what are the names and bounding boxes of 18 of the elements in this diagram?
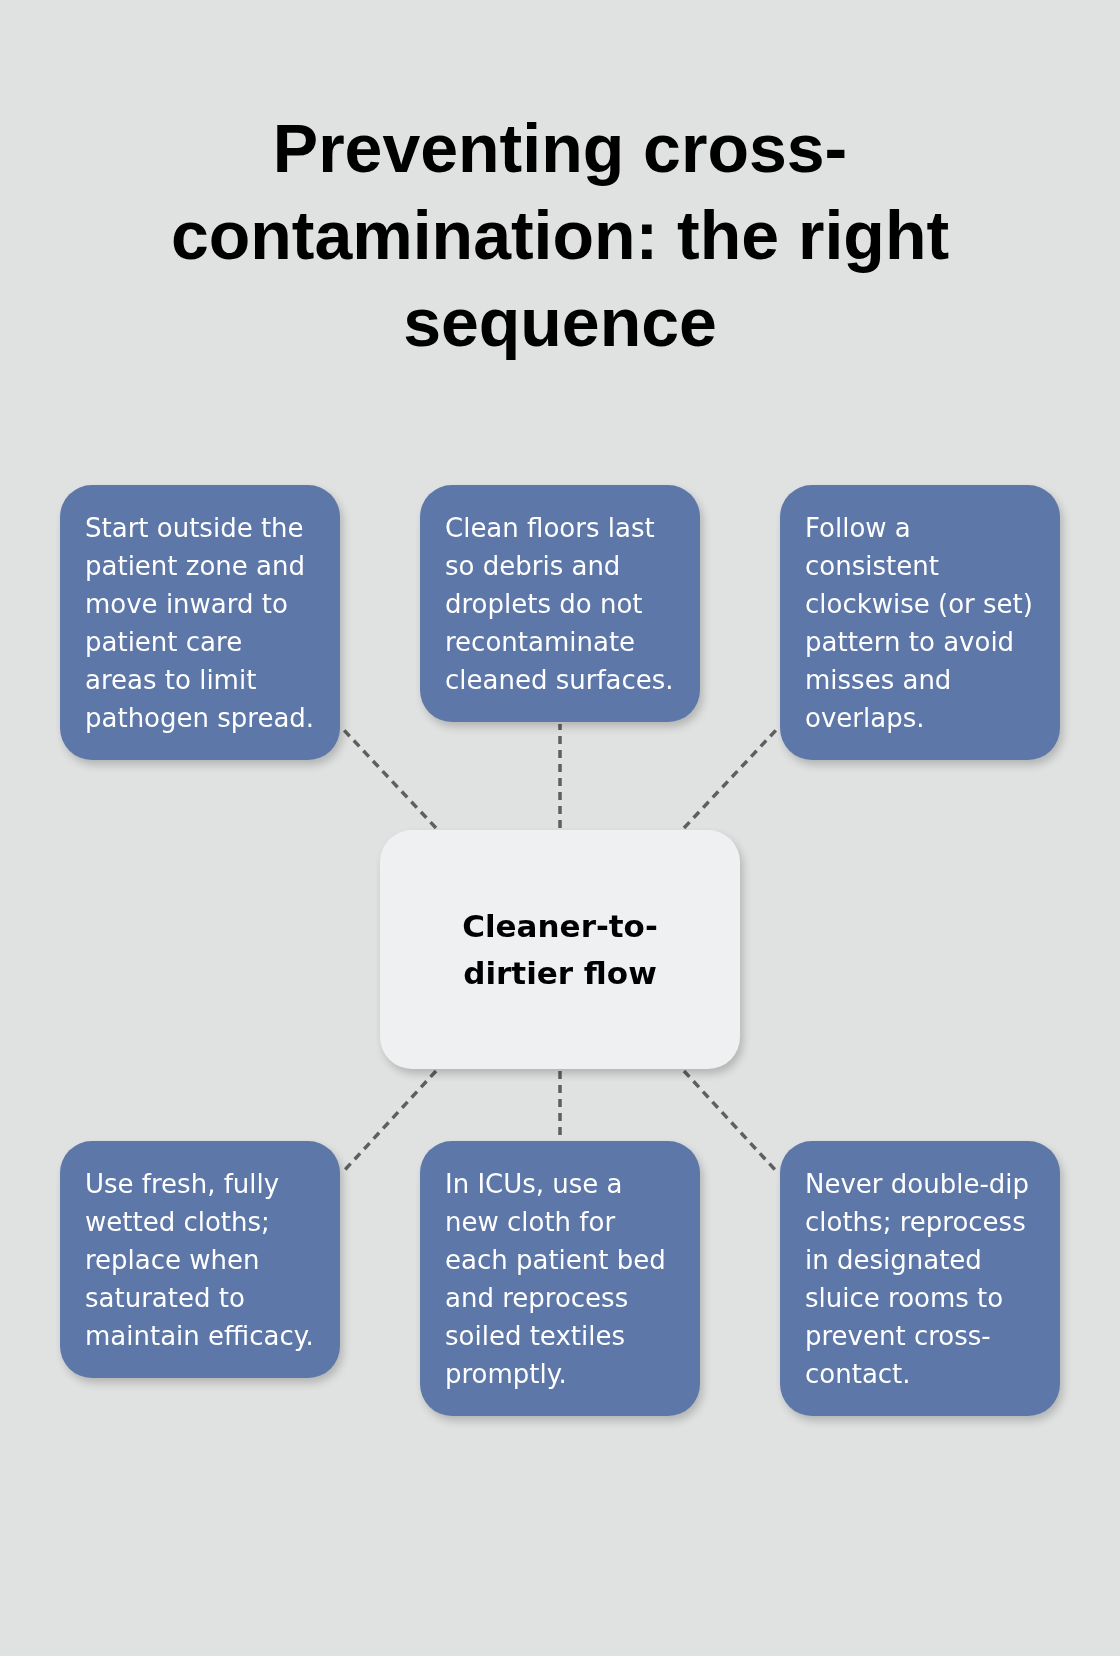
box-text: Start outside the patient zone and move inward to patient care areas to limit pathogen spread. (85, 512, 316, 735)
dashed-connector (682, 726, 780, 830)
box-text: Clean floors last so debris and droplets do not recontaminate cleaned surfaces. (445, 512, 675, 697)
box-text: In ICUs, use a new cloth for each patient bed and reprocess soiled textiles promptly. (445, 1168, 667, 1391)
info-box (780, 485, 1060, 760)
center-label: Cleaner-to-dirtier flow (461, 906, 659, 993)
central-box (380, 830, 740, 1069)
title: Preventing cross-contamination: the right sequence (169, 109, 951, 362)
info-box (780, 1141, 1060, 1416)
box-text: Use fresh, fully wetted cloths; replace when saturated to maintain efficacy. (85, 1168, 315, 1353)
info-box (60, 485, 340, 760)
box-text: Follow a consistent clockwise (or set) pattern to avoid misses and overlaps. (805, 512, 1034, 735)
info-box (60, 1141, 340, 1378)
dashed-connector (558, 724, 562, 828)
info-box (420, 1141, 700, 1416)
dashed-connector (340, 726, 438, 830)
info-box (420, 485, 700, 722)
box-text: Never double-dip cloths; reprocess in designated sluice rooms to prevent cross-contact. (805, 1168, 1030, 1391)
